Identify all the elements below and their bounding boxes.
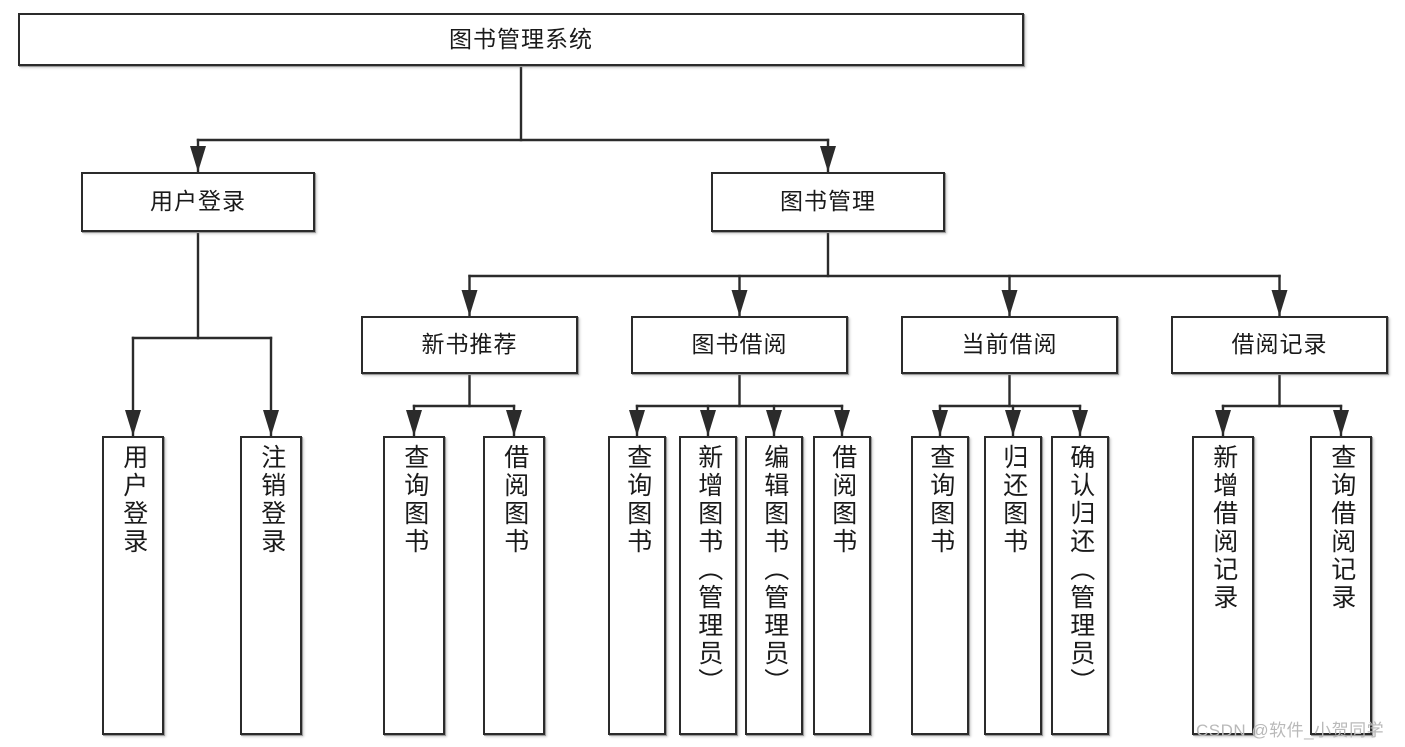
- node-label: 确认归还（管理员）: [1066, 444, 1095, 696]
- node-label: 借阅图书: [500, 444, 529, 556]
- arrowhead-icon: [629, 410, 645, 436]
- node-label: 图书管理: [780, 188, 876, 215]
- node-user-login[interactable]: 用户登录: [81, 172, 315, 232]
- arrowhead-icon: [1072, 410, 1088, 436]
- arrowhead-icon: [263, 410, 279, 436]
- node-book-manage[interactable]: 图书管理: [711, 172, 945, 232]
- node-label: 归还图书: [999, 444, 1028, 556]
- node-label: 用户登录: [150, 188, 246, 215]
- node-leaf-edit-book[interactable]: 编辑图书（管理员）: [745, 436, 803, 735]
- node-leaf-user-login[interactable]: 用户登录: [102, 436, 164, 735]
- arrowhead-icon: [1271, 290, 1288, 316]
- node-leaf-borrow-book-rec[interactable]: 借阅图书: [483, 436, 545, 735]
- node-label: 图书借阅: [691, 331, 788, 358]
- node-leaf-add-record[interactable]: 新增借阅记录: [1192, 436, 1254, 735]
- arrowhead-icon: [932, 410, 948, 436]
- node-leaf-query-book-cur[interactable]: 查询图书: [911, 436, 969, 735]
- arrowhead-icon: [506, 410, 522, 436]
- node-label: 图书管理系统: [449, 25, 593, 52]
- node-root[interactable]: 图书管理系统: [18, 13, 1024, 66]
- arrowhead-icon: [461, 290, 478, 316]
- node-current-borrow[interactable]: 当前借阅: [901, 316, 1118, 374]
- node-label: 新增图书（管理员）: [694, 444, 723, 696]
- node-label: 查询图书: [623, 444, 652, 556]
- arrowhead-icon: [1333, 410, 1349, 436]
- node-label: 借阅图书: [828, 444, 857, 556]
- arrowhead-icon: [1215, 410, 1231, 436]
- node-leaf-borrow-book[interactable]: 借阅图书: [813, 436, 871, 735]
- arrowhead-icon: [1005, 410, 1021, 436]
- arrowhead-icon: [190, 146, 206, 172]
- node-borrow-record[interactable]: 借阅记录: [1171, 316, 1388, 374]
- arrowhead-icon: [766, 410, 782, 436]
- arrowhead-icon: [125, 410, 141, 436]
- node-label: 新增借阅记录: [1209, 444, 1238, 612]
- arrowhead-icon: [700, 410, 716, 436]
- arrowhead-icon: [820, 146, 836, 172]
- node-new-book-rec[interactable]: 新书推荐: [361, 316, 578, 374]
- node-label: 编辑图书（管理员）: [760, 444, 789, 696]
- node-book-borrow[interactable]: 图书借阅: [631, 316, 848, 374]
- node-label: 借阅记录: [1231, 331, 1328, 358]
- arrowhead-icon: [406, 410, 422, 436]
- node-leaf-logout[interactable]: 注销登录: [240, 436, 302, 735]
- arrowhead-icon: [1001, 290, 1018, 316]
- arrowhead-icon: [834, 410, 850, 436]
- node-leaf-confirm-return[interactable]: 确认归还（管理员）: [1051, 436, 1109, 735]
- node-label: 注销登录: [257, 444, 286, 556]
- node-label: 查询图书: [926, 444, 955, 556]
- node-leaf-query-book-rec[interactable]: 查询图书: [383, 436, 445, 735]
- watermark: CSDN @软件_小贺同学: [1196, 721, 1385, 740]
- node-leaf-query-book[interactable]: 查询图书: [608, 436, 666, 735]
- arrowhead-icon: [731, 290, 748, 316]
- node-label: 用户登录: [119, 444, 148, 556]
- node-leaf-query-record[interactable]: 查询借阅记录: [1310, 436, 1372, 735]
- node-label: 查询图书: [400, 444, 429, 556]
- node-label: 查询借阅记录: [1327, 444, 1356, 612]
- node-label: 当前借阅: [961, 331, 1058, 358]
- node-leaf-add-book[interactable]: 新增图书（管理员）: [679, 436, 737, 735]
- node-leaf-return-book[interactable]: 归还图书: [984, 436, 1042, 735]
- node-label: 新书推荐: [421, 331, 518, 358]
